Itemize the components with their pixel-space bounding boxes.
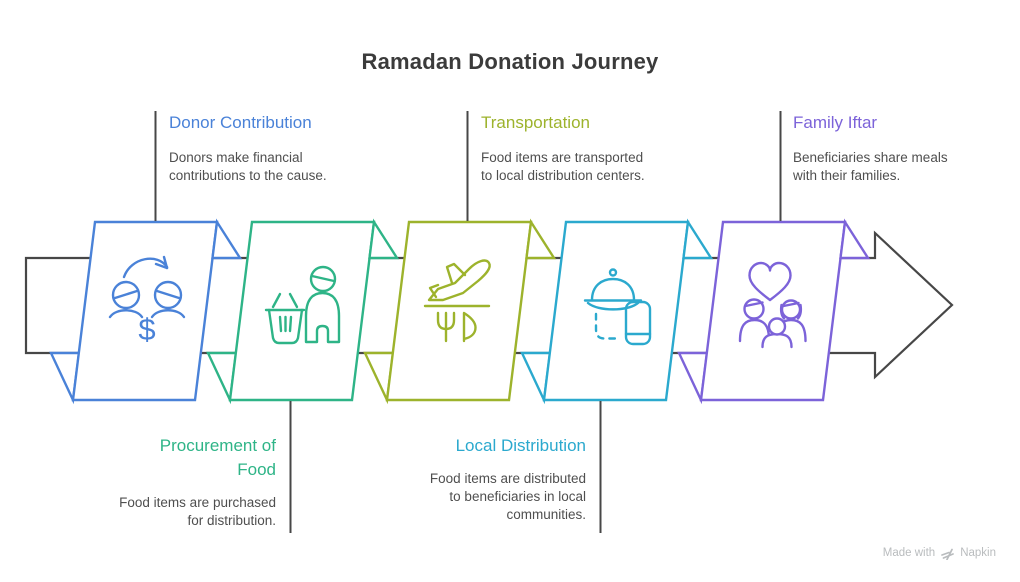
fold-top-right — [525, 218, 557, 260]
step-note-local-distribution: Local Distribution Food items are distri… — [376, 434, 586, 524]
step-shape-procurement-of-food — [206, 218, 400, 405]
fold-top-right — [682, 218, 714, 260]
family-heart-icon — [738, 261, 807, 349]
step-shape-family-iftar — [677, 218, 871, 405]
page-title: Ramadan Donation Journey — [361, 49, 659, 74]
watermark-brand: Napkin — [960, 547, 996, 559]
parallelogram — [71, 220, 219, 402]
napkin-logo-icon — [941, 548, 955, 560]
money-transfer-icon — [108, 255, 186, 319]
fold-top-right — [368, 218, 400, 260]
watermark: Made with Napkin — [883, 546, 996, 560]
fold-top-right — [211, 218, 243, 260]
step-note-donor-contribution: Donor Contribution Donors make financial… — [169, 111, 389, 185]
step-note-transportation: Transportation Food items are transporte… — [481, 111, 706, 185]
note-connectors — [154, 111, 782, 533]
step-shape-transportation — [363, 218, 557, 405]
parallelogram — [385, 220, 533, 402]
parallelogram — [542, 220, 690, 402]
step-title: Family Iftar — [793, 113, 878, 132]
step-title: Donor Contribution — [169, 113, 312, 132]
step-title: Transportation — [481, 113, 590, 132]
airplane-food-icon — [423, 259, 491, 343]
parallelogram — [699, 220, 847, 402]
dollar-glyph: $ — [138, 312, 155, 347]
step-shape-local-distribution — [520, 218, 714, 405]
person-shopping-basket-icon — [264, 265, 341, 345]
fold-top-right — [839, 218, 871, 260]
step-shape-donor-contribution: $ — [49, 218, 243, 405]
watermark-prefix: Made with — [882, 547, 936, 559]
food-delivery-icon — [583, 268, 652, 346]
step-title: Local Distribution — [455, 436, 586, 455]
